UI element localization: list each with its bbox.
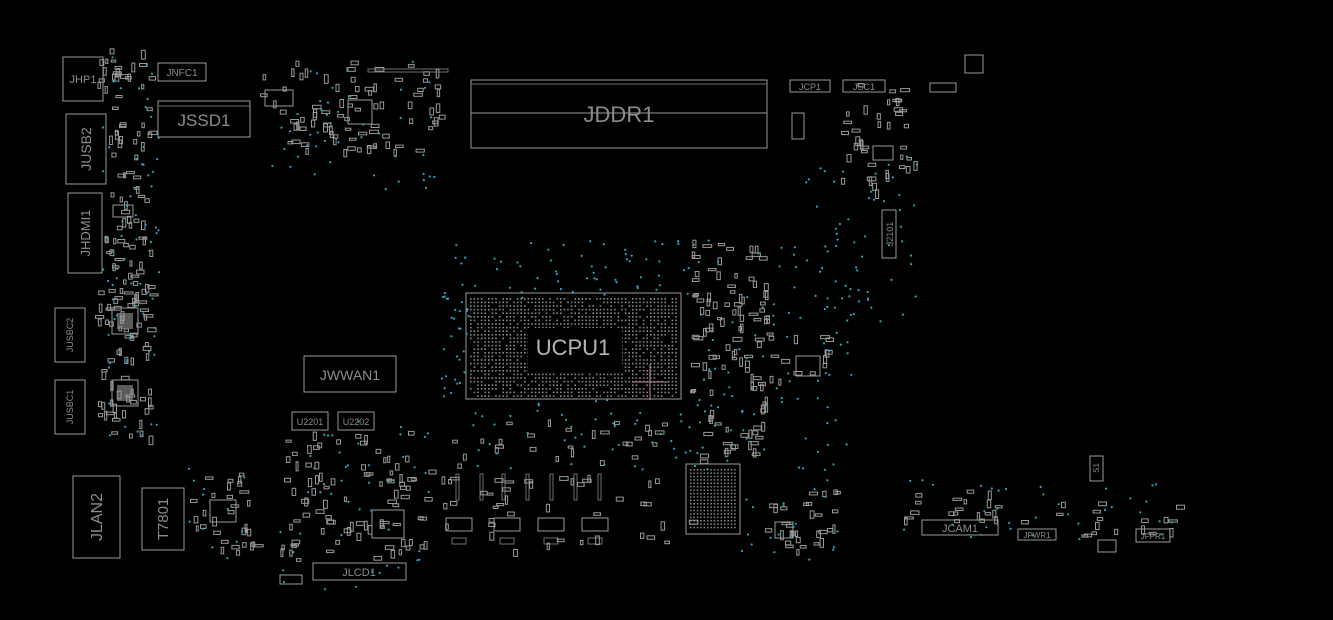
connector-jddr1[interactable]: JDDR1 xyxy=(470,79,768,149)
label-jnfc1: JNFC1 xyxy=(166,68,198,79)
connector-jlan2[interactable]: JLAN2 xyxy=(72,475,121,559)
connector-j2101[interactable]: J2101 xyxy=(881,209,897,259)
label-jusbc2: JUSBC2 xyxy=(65,318,75,353)
usbc-controller-chip-2[interactable] xyxy=(111,379,139,407)
switch-s1[interactable]: S1 xyxy=(1089,455,1104,482)
chip-hdmi-side[interactable] xyxy=(112,204,134,218)
connector-jlcd1[interactable]: JLCD1 xyxy=(312,562,407,581)
via-field xyxy=(101,56,1173,591)
chip-right-of-cpu[interactable] xyxy=(795,355,821,377)
connector-jwwan1[interactable]: JWWAN1 xyxy=(303,355,397,393)
label-u2201: U2201 xyxy=(297,417,324,427)
transformer-t7801[interactable]: T7801 xyxy=(141,487,185,551)
label-jhp1: JHP1 xyxy=(70,74,97,86)
label-ucpu1: UCPU1 xyxy=(536,335,611,360)
label-s1: S1 xyxy=(1092,463,1101,473)
label-jddr1: JDDR1 xyxy=(584,102,655,127)
label-jlcd1: JLCD1 xyxy=(342,567,376,579)
label-j2101: J2101 xyxy=(885,222,895,247)
chip-right-top-2[interactable] xyxy=(872,145,894,161)
label-jusb2: JUSB2 xyxy=(78,127,94,171)
label-u2202: U2202 xyxy=(343,417,370,427)
connector-jpwr1[interactable]: JPWR1 xyxy=(1017,528,1057,541)
chip-near-jwwan-pwr[interactable] xyxy=(371,509,405,539)
small-bottom-connector xyxy=(279,574,303,585)
connector-jhp1[interactable]: JHP1 xyxy=(62,56,104,102)
connector-jnfc1[interactable]: JNFC1 xyxy=(157,62,207,82)
chip-top-mid[interactable] xyxy=(347,99,373,125)
label-jhdmi1: JHDMI1 xyxy=(78,210,93,257)
chip-u2202[interactable]: U2202 xyxy=(337,411,375,431)
label-jwwan1: JWWAN1 xyxy=(320,367,380,383)
label-jusbc1: JUSBC1 xyxy=(65,390,75,425)
chip-u2201[interactable]: U2201 xyxy=(291,411,329,431)
bottom-right-small-component xyxy=(1097,539,1117,553)
connector-jssd1[interactable]: JSSD1 xyxy=(157,100,251,138)
connector-jcam1[interactable]: JCAM1 xyxy=(921,519,999,536)
connector-jcp1[interactable]: JCP1 xyxy=(789,79,831,93)
label-jpwr1: JPWR1 xyxy=(1023,531,1051,540)
label-t7801: T7801 xyxy=(155,498,172,541)
chip-lan-side[interactable] xyxy=(209,499,237,523)
top-right-small-component xyxy=(964,54,984,74)
connector-jhdmi1[interactable]: JHDMI1 xyxy=(67,192,103,274)
top-right-connector xyxy=(929,82,957,93)
chip-memory-bga[interactable] xyxy=(685,463,741,535)
cpu-ucpu1[interactable]: UCPU1 xyxy=(465,292,682,400)
chip-top-left[interactable] xyxy=(264,89,294,107)
label-jcam1: JCAM1 xyxy=(942,523,978,535)
label-jssd1: JSSD1 xyxy=(178,111,231,130)
label-jcp1: JCP1 xyxy=(799,82,821,92)
label-jfpr1: JFPR1 xyxy=(1141,532,1166,541)
memory-bga-pad-array xyxy=(690,469,736,529)
label-jlan2: JLAN2 xyxy=(89,493,106,541)
connector-jusbc2[interactable]: JUSBC2 xyxy=(54,307,86,363)
connector-jusb2[interactable]: JUSB2 xyxy=(65,113,107,185)
small-component-field xyxy=(95,48,1185,562)
connector-jusbc1[interactable]: JUSBC1 xyxy=(54,379,86,435)
chip-jcp1-side[interactable] xyxy=(791,112,805,140)
usbc-controller-chip-1[interactable] xyxy=(111,307,139,335)
top-connector-strip xyxy=(367,68,449,73)
